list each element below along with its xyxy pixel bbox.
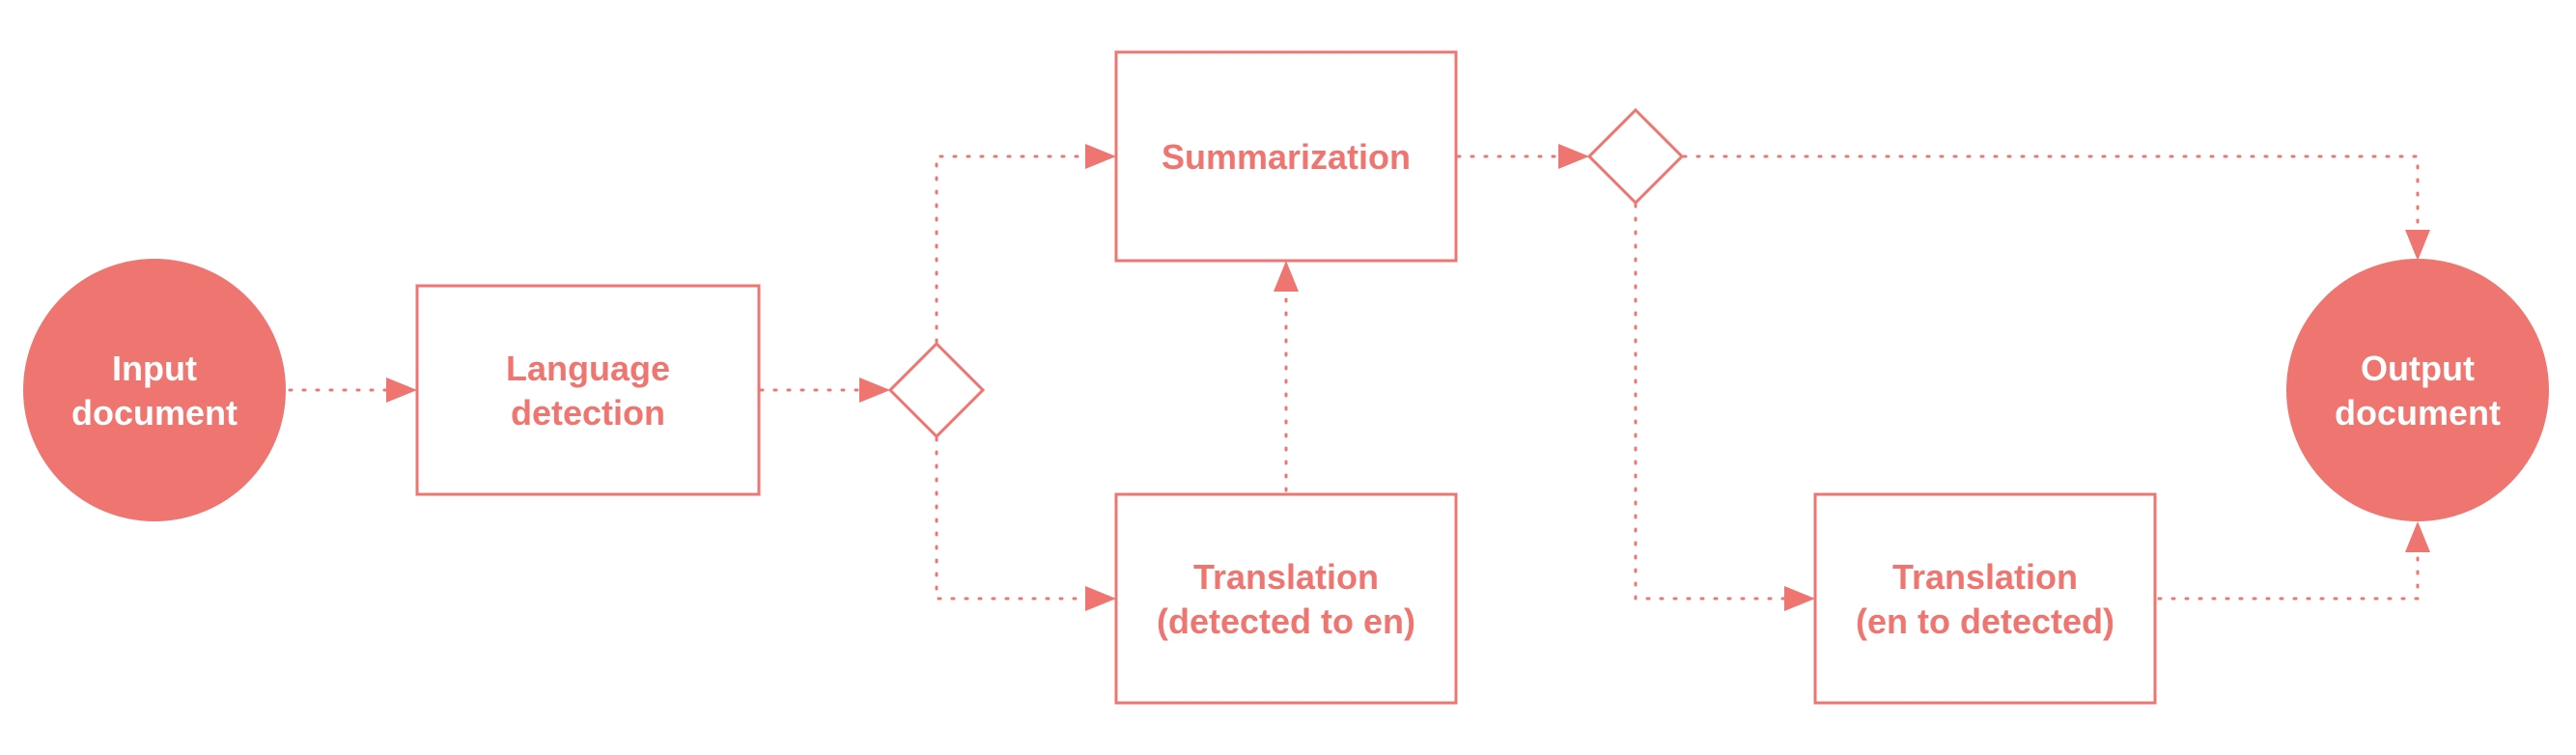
node-input-document: Input document <box>23 259 286 521</box>
node-translation-en-to-detected: Translation (en to detected) <box>1813 492 2157 705</box>
decision-diamond-1 <box>887 341 986 439</box>
arrowhead-icon <box>1085 144 1116 169</box>
translation-from-en-label-line1: Translation <box>1892 557 2078 597</box>
translation-to-en-label-line2: (detected to en) <box>1157 601 1415 641</box>
language-detection-label-line1: Language <box>506 349 670 388</box>
arrowhead-icon <box>386 378 417 403</box>
input-label-line1: Input <box>112 349 197 388</box>
input-label-line2: document <box>71 393 238 433</box>
arrowhead-icon <box>1274 261 1299 292</box>
translation-from-en-label-line2: (en to detected) <box>1856 601 2114 641</box>
arrowhead-icon <box>859 378 890 403</box>
node-output-document: Output document <box>2286 259 2549 521</box>
edge-decision-2-to-output <box>1682 154 2420 251</box>
summarization-label: Summarization <box>1162 137 1411 177</box>
edge-decision-1-to-translation-to-en <box>935 436 1105 601</box>
output-label-line2: document <box>2335 393 2501 433</box>
arrowhead-icon <box>1558 144 1589 169</box>
node-summarization: Summarization <box>1114 50 1458 263</box>
language-detection-label-line2: detection <box>511 393 665 433</box>
output-label-line1: Output <box>2361 349 2475 388</box>
arrowhead-icon <box>2405 521 2430 552</box>
arrowhead-icon <box>1085 586 1116 611</box>
translation-to-en-label-line1: Translation <box>1193 557 1379 597</box>
edge-translation-from-en-to-output <box>2157 527 2420 601</box>
arrowhead-icon <box>2405 230 2430 261</box>
arrowhead-icon <box>1784 586 1815 611</box>
edge-decision-2-to-translation-from-en <box>1634 203 1804 601</box>
node-language-detection: Language detection <box>415 284 761 496</box>
decision-diamond-2 <box>1586 107 1685 206</box>
edge-decision-1-to-summarization <box>935 154 1105 344</box>
node-translation-detected-to-en: Translation (detected to en) <box>1114 492 1458 705</box>
